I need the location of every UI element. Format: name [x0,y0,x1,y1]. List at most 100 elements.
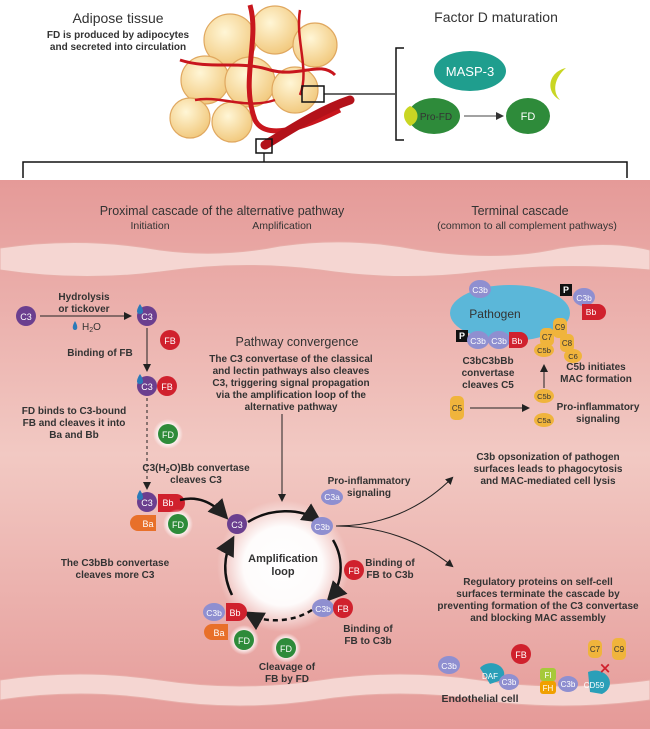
pro-inflam-center-1: Pro-inflammatory [328,476,411,487]
c3bbb-convertase-line-1: The C3bBb convertase [61,558,170,569]
loop-fb-right-label: FB [337,604,349,614]
loop-c3b-left [203,603,225,621]
endo-c3b-3-label: C3b [561,680,576,689]
regulation-line-1: Regulatory proteins on self-cell [463,577,613,588]
endo-c3b-2-label: C3b [502,678,517,687]
binding-fb-label: Binding of FB [67,348,133,359]
c5-label: C5 [452,404,463,413]
opsonization-line-2: surfaces leads to phagocytosis [474,464,623,475]
loop-arc-top [247,503,323,524]
loop-c3b-left-label: C3b [206,608,222,618]
mac-c9-label: C9 [555,323,566,332]
water-drop-icon [72,321,78,330]
endo-c3b-1-label: C3b [441,661,457,671]
pro-fd-protein [408,98,460,134]
daf-regulator [480,663,505,684]
cd59-label: CD59 [584,681,605,690]
mac-c7 [540,328,554,346]
c3h2obb-convertase-line-2: cleaves C3 [170,475,222,486]
endo-c7-label: C7 [590,645,601,654]
c5-convertase-line-2: convertase [462,368,515,379]
fd-label-1: FD [162,430,174,440]
convergence-line-2: and lectin pathways also cleaves [213,366,370,377]
loop-arc-bottom [243,608,313,631]
c3h2obb-convertase-line-1: C3(H2O)Bb convertase [142,463,250,475]
c3b-conv-1-label: C3b [470,336,486,346]
hydrolysis-label-1: Hydrolysis [58,292,110,303]
water-drop-icon-3 [137,374,143,384]
adipose-sub-2: and secreted into circulation [50,42,186,53]
endo-c3b-2 [499,674,519,690]
loop-c3b-top [311,517,333,535]
bb-label-2: Bb [229,608,240,618]
c3b-on-pathogen-right-label: C3b [576,293,592,303]
daf-label: DAF [482,672,498,681]
initiation-header: Initiation [130,220,169,232]
masp3-enzyme [434,51,506,91]
cleavage-fb-line-2: FB by FD [265,674,309,685]
fd-binds-line-2: FB and cleaves it into [23,418,126,429]
c3a-fragment-center [321,489,343,505]
mac-c5b [534,343,554,357]
c5b-fragment [534,389,554,403]
h2o-label: H2O [82,322,101,334]
binding-fb-c3b-b1: Binding of [343,624,393,635]
c3-bb-complex-c3-label: C3 [141,498,153,508]
regulation-line-4: and blocking MAC assembly [470,613,606,624]
endothelium-bottom [0,673,650,707]
c3b-conv-2-label: C3b [491,336,507,346]
loop-c3-molecule [227,514,247,534]
c3b-conv-2 [488,331,510,349]
c3-fb-complex-fb-label: FB [161,382,173,392]
fd-protein [506,98,550,134]
water-drop-icon-2 [137,304,143,314]
cd59-regulator [588,670,610,694]
opsonization-line-1: C3b opsonization of pathogen [476,452,619,463]
pro-inflam-right-2: signaling [576,414,620,425]
c3b-on-pathogen-top [469,280,491,298]
fd-label-2: FD [172,520,184,530]
c3b-on-pathogen-top-label: C3b [472,285,488,295]
masp3-label: MASP-3 [446,64,494,79]
fb-molecule-right [344,560,364,580]
c5a-fragment [534,413,554,427]
fd-label-4: FD [280,644,292,654]
endo-c7 [588,640,602,658]
ba-fragment-2 [204,624,228,640]
loop-arc-left [216,535,235,596]
properdin-label-2: P [459,331,465,341]
regulation-line-2: surfaces terminate the cascade by [456,589,620,600]
fi-regulator [540,668,556,681]
fi-label: FI [544,671,551,680]
convergence-line-3: C3, triggering signal propagation [212,378,369,389]
c3b-conv-1 [467,331,489,349]
pro-inflam-center-2: signaling [347,488,391,499]
fh-regulator [540,681,556,694]
c5a-fragment-label: C5a [537,416,552,425]
fd-molecule-1 [158,424,178,444]
mac-c8-label: C8 [562,339,573,348]
fb-molecule-1 [160,330,180,350]
c5b-fragment-label: C5b [537,392,551,401]
factor-d-title: Factor D maturation [434,9,558,25]
properdin-label-1: P [563,285,569,295]
pro-fd-tail-icon [404,106,418,126]
convergence-line-1: The C3 convertase of the classical [209,354,373,365]
water-drop-icon-4 [137,490,143,500]
mac-c5b-label: C5b [537,346,551,355]
c3-label-start: C3 [20,312,32,322]
loop-c3b-right-label: C3b [315,604,331,614]
cleaved-fragment-icon [550,68,566,100]
mac-c6-label: C6 [568,352,578,361]
loop-fb-right [333,598,353,618]
mac-c9 [553,318,567,338]
endo-fb-label: FB [515,650,527,660]
pro-fd-label: Pro-FD [420,112,452,123]
bb-conv-label: Bb [512,336,523,346]
hydrolysis-label-2: or tickover [58,304,109,315]
opsonization-line-3: and MAC-mediated cell lysis [480,476,615,487]
loop-label-1: Amplification [248,553,318,565]
loop-c3-label: C3 [231,520,243,530]
